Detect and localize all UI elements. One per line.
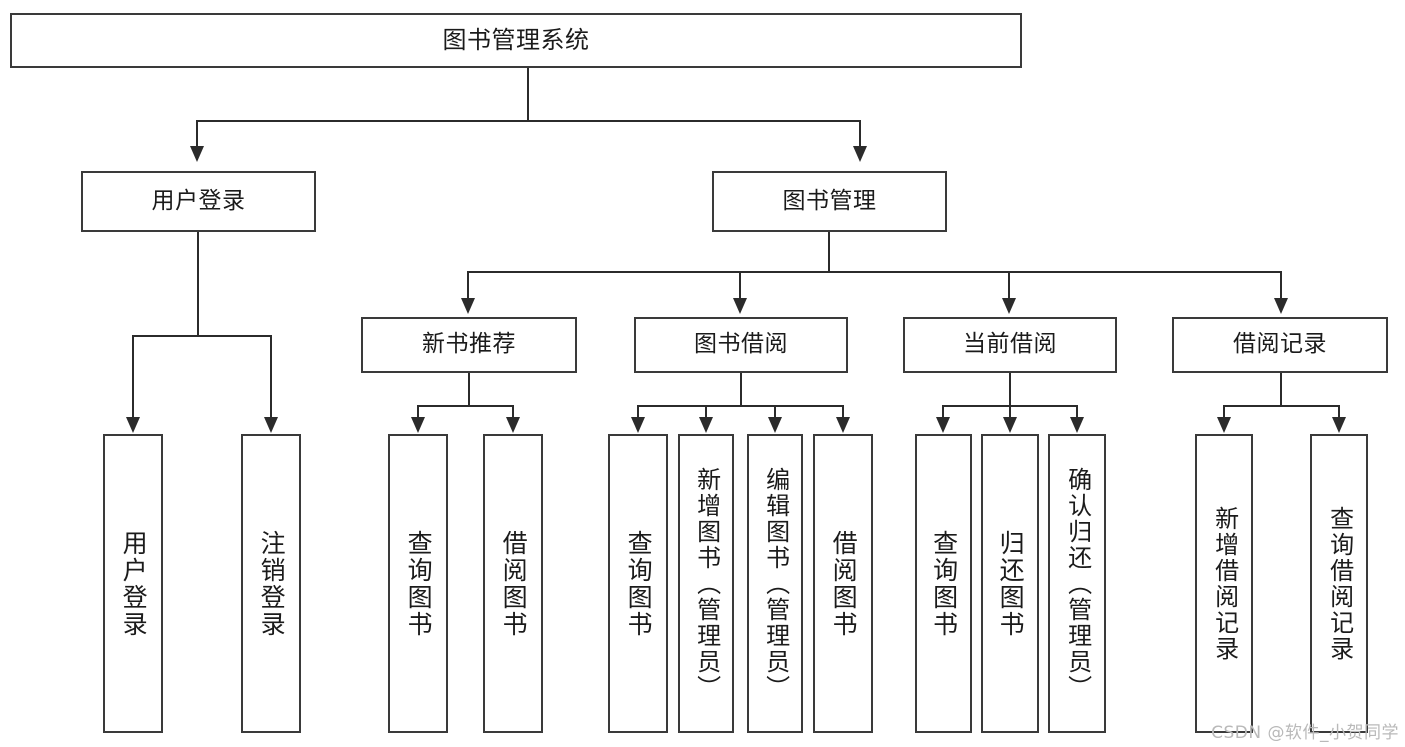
leaf-borrow-edit-book-admin[interactable]: 编辑图书（管理员） bbox=[747, 434, 803, 733]
connector-borrowrecord-to-leaf-2 bbox=[1338, 405, 1340, 419]
connector-root-stem bbox=[527, 68, 529, 121]
connector-user-login-to-leaf-1 bbox=[132, 335, 134, 419]
connector-user-login-to-leaf-2 bbox=[270, 335, 272, 419]
node-label: 借阅记录 bbox=[1233, 331, 1327, 358]
arrow-bm-to-current-borrow bbox=[1002, 298, 1016, 314]
arrow-bm-to-new-book-recommend bbox=[461, 298, 475, 314]
leaf-borrow-borrow-book[interactable]: 借阅图书 bbox=[813, 434, 873, 733]
node-label: 新书推荐 bbox=[422, 331, 516, 358]
leaf-recommend-query-book[interactable]: 查询图书 bbox=[388, 434, 448, 733]
node-label: 编辑图书（管理员） bbox=[761, 466, 790, 701]
arrow-bm-to-book-borrow bbox=[733, 298, 747, 314]
node-label: 图书管理 bbox=[782, 187, 877, 214]
connector-bm-to-borrow-record bbox=[1280, 271, 1282, 300]
node-root-book-management-system[interactable]: 图书管理系统 bbox=[10, 13, 1022, 68]
node-label: 归还图书 bbox=[996, 529, 1026, 638]
connector-recommend-stem bbox=[468, 373, 470, 406]
node-label: 新增借阅记录 bbox=[1210, 505, 1239, 662]
node-label: 新增图书（管理员） bbox=[692, 466, 721, 701]
connector-bookborrow-to-leaf-1 bbox=[637, 405, 639, 419]
connector-currentborrow-to-leaf-1 bbox=[942, 405, 944, 419]
node-label: 确认归还（管理员） bbox=[1063, 466, 1092, 701]
connector-borrowrecord-stem bbox=[1280, 373, 1282, 406]
arrow-recommend-to-leaf-2 bbox=[506, 417, 520, 433]
connector-currentborrow-to-leaf-2 bbox=[1009, 405, 1011, 419]
leaf-user-logout[interactable]: 注销登录 bbox=[241, 434, 301, 733]
leaf-current-return-book[interactable]: 归还图书 bbox=[981, 434, 1039, 733]
arrow-bookborrow-to-leaf-4 bbox=[836, 417, 850, 433]
leaf-current-confirm-return-admin[interactable]: 确认归还（管理员） bbox=[1048, 434, 1106, 733]
connector-currentborrow-to-leaf-3 bbox=[1076, 405, 1078, 419]
node-label: 查询图书 bbox=[404, 529, 434, 638]
connector-currentborrow-stem bbox=[1009, 373, 1011, 406]
node-label: 当前借阅 bbox=[963, 331, 1057, 358]
node-label: 查询借阅记录 bbox=[1325, 505, 1354, 662]
node-user-login[interactable]: 用户登录 bbox=[81, 171, 316, 232]
node-book-borrow[interactable]: 图书借阅 bbox=[634, 317, 848, 373]
connector-user-login-stem bbox=[197, 232, 199, 336]
node-book-management[interactable]: 图书管理 bbox=[712, 171, 947, 232]
connector-bookborrow-stem bbox=[740, 373, 742, 406]
arrow-user-login-to-leaf-1 bbox=[126, 417, 140, 433]
leaf-user-login[interactable]: 用户登录 bbox=[103, 434, 163, 733]
node-label: 图书管理系统 bbox=[442, 26, 590, 55]
connector-user-login-bus bbox=[132, 335, 270, 337]
connector-root-to-user-login bbox=[196, 120, 198, 148]
connector-recommend-to-leaf-1 bbox=[417, 405, 419, 419]
connector-borrowrecord-bus bbox=[1223, 405, 1340, 407]
connector-bm-to-book-borrow bbox=[739, 271, 741, 300]
arrow-root-to-user-login bbox=[190, 146, 204, 162]
connector-borrowrecord-to-leaf-1 bbox=[1223, 405, 1225, 419]
leaf-record-query-borrow-record[interactable]: 查询借阅记录 bbox=[1310, 434, 1368, 733]
arrow-borrowrecord-to-leaf-2 bbox=[1332, 417, 1346, 433]
leaf-record-add-borrow-record[interactable]: 新增借阅记录 bbox=[1195, 434, 1253, 733]
connector-bookborrow-to-leaf-3 bbox=[774, 405, 776, 419]
connector-bookborrow-to-leaf-2 bbox=[705, 405, 707, 419]
arrow-bookborrow-to-leaf-1 bbox=[631, 417, 645, 433]
arrow-currentborrow-to-leaf-3 bbox=[1070, 417, 1084, 433]
arrow-user-login-to-leaf-2 bbox=[264, 417, 278, 433]
connector-book-management-stem bbox=[828, 232, 830, 272]
arrow-bookborrow-to-leaf-2 bbox=[699, 417, 713, 433]
leaf-borrow-query-book[interactable]: 查询图书 bbox=[608, 434, 668, 733]
node-label: 查询图书 bbox=[929, 529, 959, 638]
connector-bm-to-current-borrow bbox=[1008, 271, 1010, 300]
connector-book-management-bus bbox=[467, 271, 1282, 273]
connector-recommend-to-leaf-2 bbox=[512, 405, 514, 419]
node-label: 借阅图书 bbox=[829, 529, 859, 638]
arrow-borrowrecord-to-leaf-1 bbox=[1217, 417, 1231, 433]
leaf-current-query-book[interactable]: 查询图书 bbox=[915, 434, 972, 733]
connector-root-to-book-management bbox=[859, 120, 861, 148]
leaf-recommend-borrow-book[interactable]: 借阅图书 bbox=[483, 434, 543, 733]
arrow-recommend-to-leaf-1 bbox=[411, 417, 425, 433]
leaf-borrow-add-book-admin[interactable]: 新增图书（管理员） bbox=[678, 434, 734, 733]
connector-bookborrow-bus bbox=[637, 405, 843, 407]
node-current-borrow[interactable]: 当前借阅 bbox=[903, 317, 1117, 373]
connector-bm-to-new-book-recommend bbox=[467, 271, 469, 300]
node-label: 用户登录 bbox=[151, 187, 246, 214]
connector-root-bus bbox=[196, 120, 860, 122]
node-new-book-recommend[interactable]: 新书推荐 bbox=[361, 317, 577, 373]
connector-bookborrow-to-leaf-4 bbox=[842, 405, 844, 419]
arrow-bm-to-borrow-record bbox=[1274, 298, 1288, 314]
arrow-currentborrow-to-leaf-1 bbox=[936, 417, 950, 433]
connector-recommend-bus bbox=[417, 405, 513, 407]
arrow-bookborrow-to-leaf-3 bbox=[768, 417, 782, 433]
node-label: 借阅图书 bbox=[499, 529, 529, 638]
csdn-watermark: CSDN @软件_小贺同学 bbox=[1211, 723, 1399, 743]
node-label: 查询图书 bbox=[624, 529, 654, 638]
arrow-currentborrow-to-leaf-2 bbox=[1003, 417, 1017, 433]
node-label: 注销登录 bbox=[257, 529, 287, 638]
node-label: 图书借阅 bbox=[694, 331, 788, 358]
arrow-root-to-book-management bbox=[853, 146, 867, 162]
node-label: 用户登录 bbox=[119, 529, 149, 638]
node-borrow-record[interactable]: 借阅记录 bbox=[1172, 317, 1388, 373]
